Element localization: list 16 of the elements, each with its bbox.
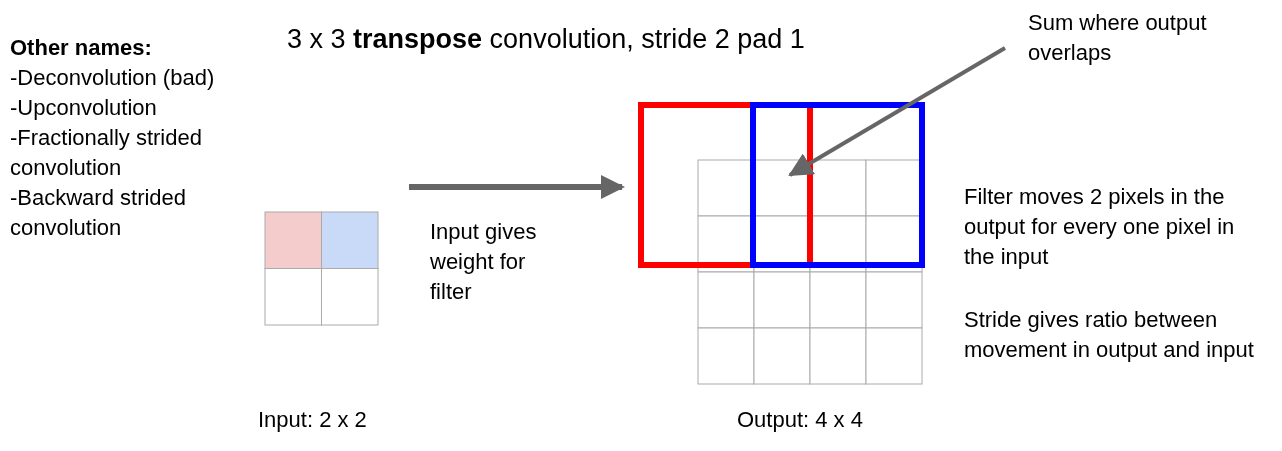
arrow [409, 175, 625, 199]
grid-caption: Input: 2 x 2 [258, 406, 367, 434]
callout-text: Sum where output overlaps [1028, 8, 1218, 68]
list-heading: Other names: [10, 34, 153, 62]
edge-label: Input gives weight for filter [430, 218, 538, 306]
note-text: Stride gives ratio between movement in output and input [964, 306, 1255, 364]
grid-drawing [264, 211, 379, 326]
arrow [788, 46, 1006, 177]
note-text: Filter moves 2 pixels in the output for every one pixel in the input [964, 183, 1236, 271]
slide-title: 3 x 3 transpose convolution, stride 2 pad 1 [287, 24, 805, 54]
list-item: -Fractionally strided convolution [10, 124, 203, 182]
list-item: -Deconvolution (bad) [10, 64, 216, 92]
grid-caption: Output: 4 x 4 [737, 406, 863, 434]
list-item: -Backward strided convolution [10, 184, 188, 242]
grid-drawing [638, 102, 925, 385]
list-item: -Upconvolution [10, 94, 158, 122]
